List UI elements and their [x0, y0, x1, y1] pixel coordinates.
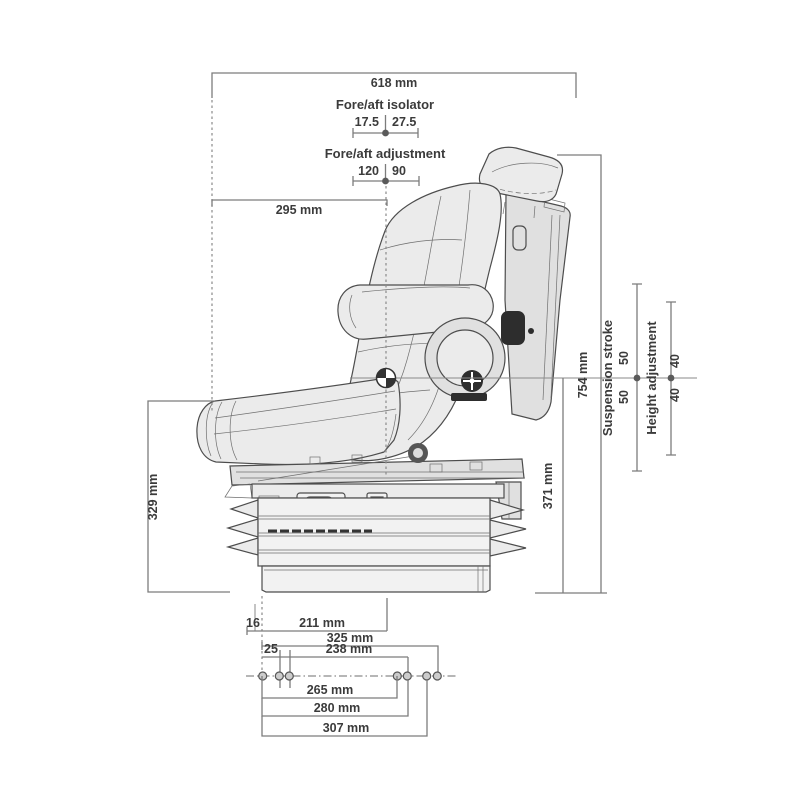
- seat-cushion: [196, 376, 401, 466]
- height-adjustment-down: 40: [668, 388, 682, 402]
- suspension-stroke-title: Suspension stroke: [600, 320, 615, 436]
- dim-754-label: 754 mm: [576, 352, 590, 399]
- brand-label: [451, 393, 487, 401]
- height-adjustment-up: 40: [668, 354, 682, 368]
- dim-suspension-stroke: Suspension stroke 50 50: [600, 283, 642, 472]
- adjustment-title: Fore/aft adjustment: [325, 146, 446, 161]
- adjustment-rear-value: 120: [358, 164, 379, 178]
- dim-overall-height: 754 mm: [535, 154, 607, 594]
- dim-25-label: 25: [264, 642, 278, 656]
- base-tray-lines: [264, 566, 488, 592]
- recline-knob: [501, 311, 525, 345]
- brand-emblem: [461, 370, 483, 392]
- dim-overall-width: 618 mm: [211, 72, 577, 98]
- dim-fore-aft-isolator: Fore/aft isolator 17.5 27.5: [336, 97, 434, 138]
- headrest-band: [484, 183, 557, 194]
- height-adjustment-title: Height adjustment: [644, 321, 659, 435]
- bellows-folds: [258, 515, 490, 554]
- suspension-stroke-down: 50: [617, 390, 631, 404]
- knob-screw: [528, 328, 534, 334]
- dim-backrest-to-sip: 295 mm: [211, 199, 388, 217]
- backrest-handle-slot: [512, 225, 527, 251]
- dim-fore-aft-adjustment: Fore/aft adjustment 120 90: [325, 146, 446, 186]
- dim-hole-span-307: 307 mm: [261, 680, 428, 737]
- seat-index-point: [375, 367, 397, 389]
- isolator-rear-value: 17.5: [355, 115, 379, 129]
- dim-329-label: 329 mm: [146, 474, 160, 521]
- reference-lines: [211, 100, 387, 676]
- dim-hole-offset-25: 25: [264, 642, 278, 656]
- headrest-seam: [491, 162, 559, 173]
- suspension-stroke-up: 50: [617, 351, 631, 365]
- dim-mount-width-325: 325 mm: [261, 631, 439, 676]
- mounting-holes: [246, 671, 458, 681]
- dim-height-adjustment: Height adjustment 40 40: [644, 301, 682, 456]
- suspension-roller-hub: [413, 448, 423, 458]
- dim-16-label: 16: [246, 616, 260, 630]
- headrest-posts: [502, 201, 536, 219]
- dim-overall-width-label: 618 mm: [371, 76, 418, 90]
- adjustment-front-value: 90: [392, 164, 406, 178]
- dim-295-label: 295 mm: [276, 203, 323, 217]
- cushion-seam-lines: [205, 390, 397, 461]
- dim-front-height: 329 mm: [146, 400, 230, 593]
- dim-mount-depth-211: 211 mm: [246, 598, 388, 635]
- dim-hole-span-265: 265 mm: [261, 676, 398, 699]
- isolator-title: Fore/aft isolator: [336, 97, 434, 112]
- dim-mount-offset-16: 16: [246, 604, 260, 631]
- bellows-fins: [225, 499, 527, 557]
- base-tray: [261, 565, 491, 593]
- dim-211-label: 211 mm: [299, 616, 345, 630]
- dim-307-label: 307 mm: [323, 721, 370, 735]
- dim-hole-span-280: 280 mm: [261, 680, 409, 717]
- underframe-details: [224, 454, 525, 499]
- dim-sip-height: 371 mm: [541, 378, 564, 593]
- dim-265-label: 265 mm: [307, 683, 354, 697]
- dim-325-label: 325 mm: [327, 631, 374, 645]
- dim-371-label: 371 mm: [541, 463, 555, 510]
- dim-280-label: 280 mm: [314, 701, 361, 715]
- backrest-rail-lines: [542, 197, 566, 401]
- isolator-front-value: 27.5: [392, 115, 416, 129]
- dim-hole-span-238: 238 mm: [262, 642, 409, 688]
- dim-238-label: 238 mm: [326, 642, 373, 656]
